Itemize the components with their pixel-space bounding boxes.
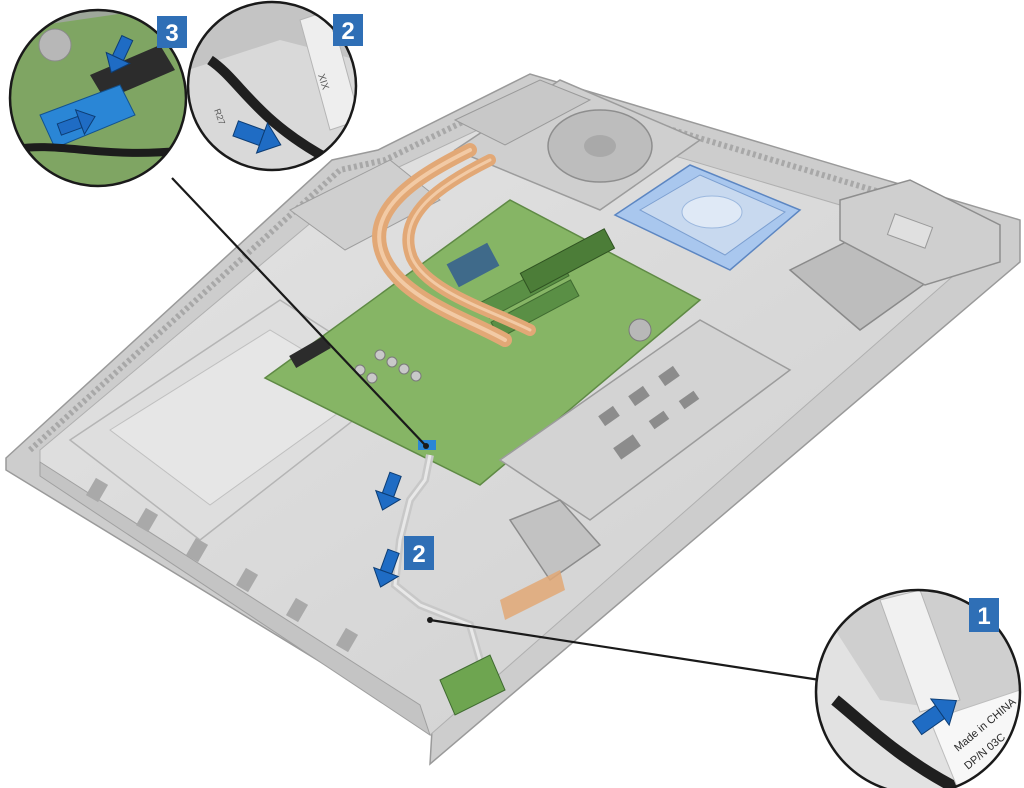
blue-arrow-icon	[372, 548, 400, 588]
callout-step-3	[8, 8, 188, 188]
chip	[446, 242, 500, 288]
corner-port	[886, 213, 934, 249]
step-badge-2-top: 2	[333, 14, 363, 46]
memory-module	[519, 228, 616, 294]
capacitors	[354, 349, 422, 384]
motherboard	[263, 199, 702, 486]
heat-pipes	[372, 143, 536, 347]
fan-hub	[584, 135, 616, 157]
flat-cable-edge	[393, 454, 482, 701]
bottom-speaker	[508, 499, 602, 582]
power-button-board	[439, 654, 506, 716]
center-arrows	[372, 471, 402, 588]
leader-dot-step1	[427, 617, 433, 623]
step-number: 3	[165, 20, 178, 47]
flat-cable-strip	[879, 590, 961, 713]
heat-pipe-1-highlight	[377, 148, 507, 342]
leader-line-step3	[171, 177, 427, 447]
square-badge-icon	[157, 16, 187, 48]
connector-block	[289, 335, 331, 369]
io-panel	[498, 179, 1001, 582]
blue-arrow-icon	[374, 471, 402, 511]
blue-arrow-icon	[232, 120, 282, 154]
blue-arrow-icon	[911, 698, 958, 736]
leader-line-step1	[429, 618, 821, 682]
motherboard-pcb	[263, 199, 702, 486]
square-badge-icon	[969, 598, 999, 632]
copper-strip	[500, 570, 565, 620]
square-badge-icon	[404, 536, 434, 570]
step-badge-3: 3	[157, 16, 187, 48]
bezel-ridge	[27, 84, 1001, 453]
step-number: 2	[341, 18, 354, 45]
cmos-battery	[628, 318, 652, 342]
square-badge-icon	[333, 14, 363, 46]
leader-dot-step3	[423, 443, 429, 449]
blue-arrow-icon	[105, 34, 134, 74]
step-badge-2-center: 2	[404, 536, 434, 570]
heat-sink	[453, 79, 592, 146]
hdd-platter	[681, 195, 743, 229]
cable-print: XIX	[315, 73, 331, 92]
rail-slots	[85, 477, 359, 653]
heat-pipe-2-highlight	[406, 158, 532, 332]
blue-arrow-icon	[56, 108, 96, 136]
bottom-rail	[39, 461, 431, 737]
step-number: 1	[977, 603, 990, 630]
step-number: 2	[412, 541, 425, 568]
callout-step-2-top: XIX MP R27	[186, 0, 358, 172]
leader-lines	[171, 177, 821, 682]
io-ports	[598, 365, 700, 460]
step-badge-1: 1	[969, 598, 999, 632]
left-speaker	[289, 159, 441, 251]
hard-drive	[613, 164, 802, 271]
cable-routing	[390, 440, 565, 716]
